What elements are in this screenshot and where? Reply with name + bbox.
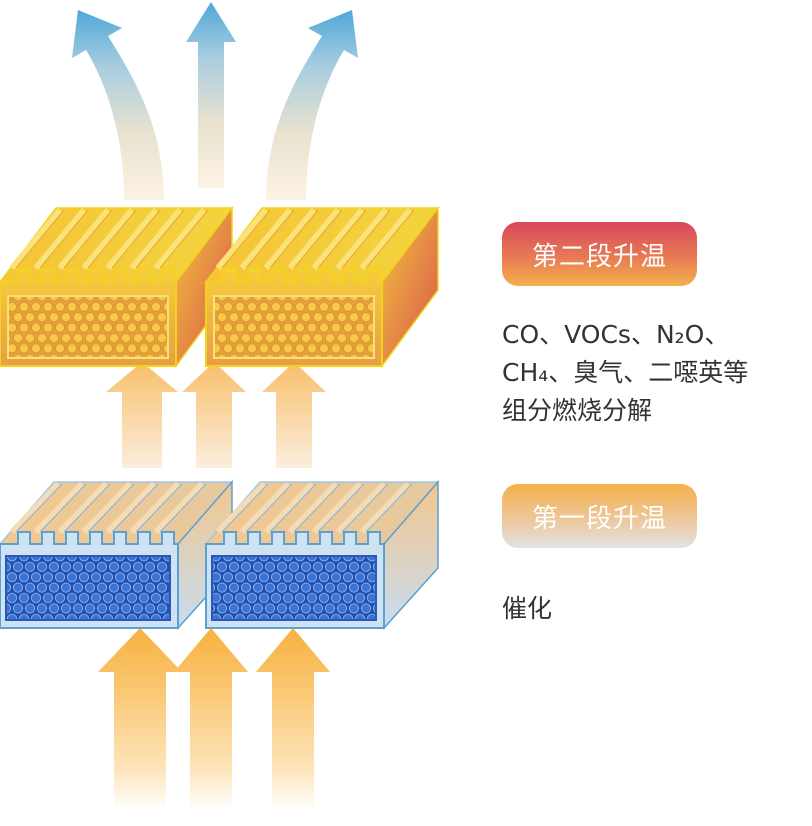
middle-arrow [106, 362, 178, 468]
middle-arrow [262, 362, 326, 468]
inlet-arrow [256, 628, 330, 810]
stage1-label: 第一段升温 [502, 484, 697, 548]
stage2-description-line: CH₄、臭气、二噁英等 [502, 358, 749, 387]
stage2-label: 第二段升温 [502, 222, 697, 286]
outlet-arrow-center [186, 2, 236, 188]
lower-catalyst-block-left [0, 479, 234, 630]
stage2-description: CO、VOCs、N₂O、 CH₄、臭气、二噁英等 组分燃烧分解 [502, 316, 812, 430]
outlet-arrow-left [72, 10, 164, 200]
upper-catalyst-block-left [0, 205, 234, 369]
stage1-description: 催化 [502, 590, 552, 628]
middle-arrows [106, 362, 326, 468]
middle-arrow [182, 362, 246, 468]
inlet-arrow [174, 628, 248, 810]
upper-catalyst-block-right [204, 205, 440, 369]
stage2-description-line: CO、VOCs、N₂O、 [502, 320, 730, 349]
lower-catalyst-block-right [204, 479, 440, 630]
inlet-arrow [98, 628, 182, 810]
outlet-arrows [72, 2, 358, 200]
inlet-arrows [98, 628, 330, 810]
stage2-description-line: 组分燃烧分解 [502, 396, 653, 425]
stage1-description-line: 催化 [502, 594, 553, 623]
outlet-arrow-right [266, 10, 358, 200]
